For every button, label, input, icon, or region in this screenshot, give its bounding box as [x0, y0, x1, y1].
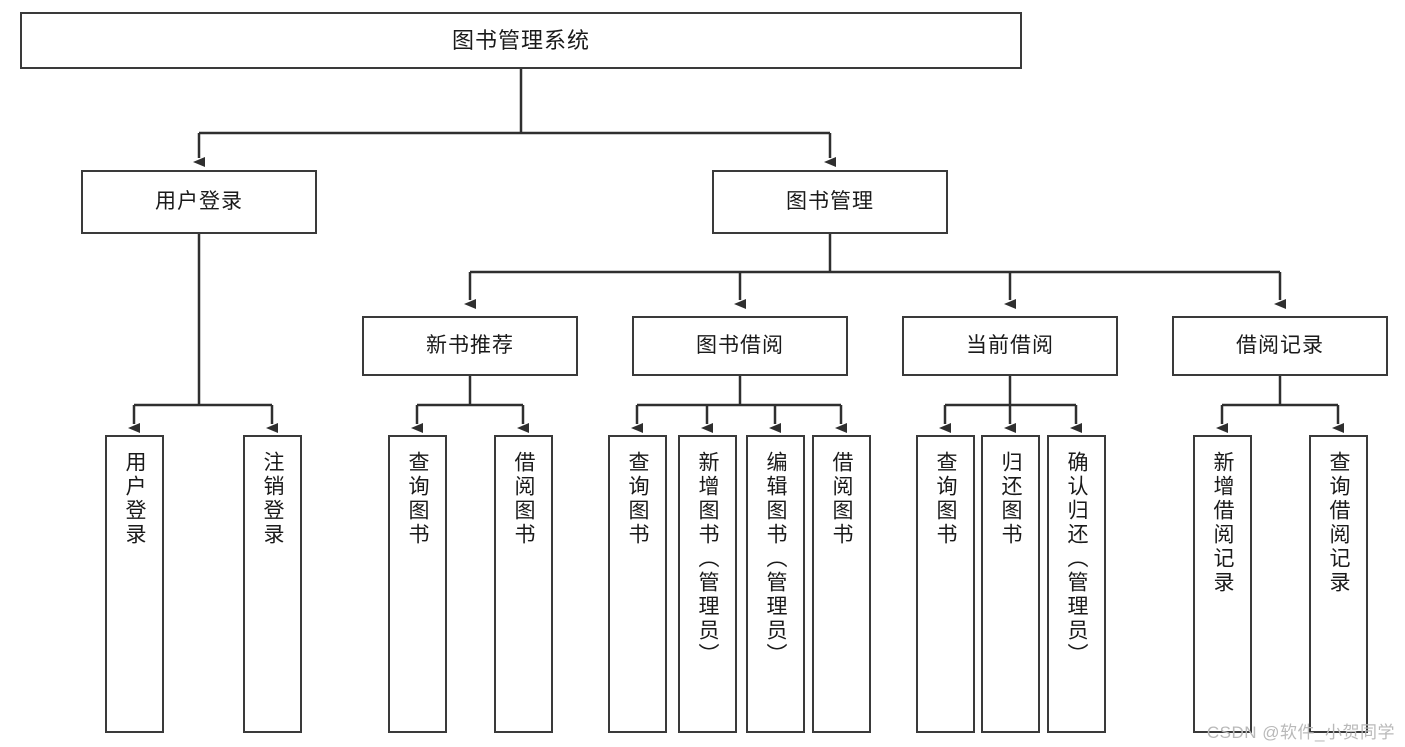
- node-book-borrow[interactable]: 图书借阅: [632, 316, 848, 376]
- node-book-manage[interactable]: 图书管理: [712, 170, 948, 234]
- leaf-confirm-return[interactable]: 确认归还（管理员）: [1047, 435, 1106, 733]
- node-label: 新增借阅记录: [1211, 451, 1234, 595]
- leaf-query-book-current[interactable]: 查询图书: [916, 435, 975, 733]
- node-label: 图书管理系统: [451, 27, 590, 53]
- leaf-query-book-borrow[interactable]: 查询图书: [608, 435, 667, 733]
- leaf-borrow-book[interactable]: 借阅图书: [812, 435, 871, 733]
- leaf-query-borrow-record[interactable]: 查询借阅记录: [1309, 435, 1368, 733]
- node-current-borrow[interactable]: 当前借阅: [902, 316, 1118, 376]
- node-label: 编辑图书（管理员）: [764, 451, 787, 667]
- leaf-return-book[interactable]: 归还图书: [981, 435, 1040, 733]
- node-label: 当前借阅: [966, 333, 1054, 357]
- node-user-login[interactable]: 用户登录: [81, 170, 317, 234]
- leaf-borrow-book-recommend[interactable]: 借阅图书: [494, 435, 553, 733]
- leaf-query-book-recommend[interactable]: 查询图书: [388, 435, 447, 733]
- node-label: 新书推荐: [426, 333, 514, 357]
- node-root-system[interactable]: 图书管理系统: [20, 12, 1022, 69]
- watermark-text: CSDN @软件_小贺同学: [1206, 723, 1395, 742]
- leaf-edit-book[interactable]: 编辑图书（管理员）: [746, 435, 805, 733]
- node-label: 图书管理: [786, 189, 874, 213]
- node-label: 归还图书: [999, 451, 1022, 547]
- node-label: 用户登录: [155, 189, 243, 213]
- node-label: 注销登录: [261, 451, 284, 547]
- node-label: 用户登录: [123, 451, 146, 547]
- node-label: 新增图书（管理员）: [696, 451, 719, 667]
- node-label: 借阅图书: [830, 451, 853, 547]
- node-label: 查询图书: [406, 451, 429, 547]
- leaf-logout-login[interactable]: 注销登录: [243, 435, 302, 733]
- node-label: 查询图书: [626, 451, 649, 547]
- node-label: 查询借阅记录: [1327, 451, 1350, 595]
- node-label: 借阅记录: [1236, 333, 1324, 357]
- leaf-add-borrow-record[interactable]: 新增借阅记录: [1193, 435, 1252, 733]
- node-new-book-recommend[interactable]: 新书推荐: [362, 316, 578, 376]
- leaf-user-login[interactable]: 用户登录: [105, 435, 164, 733]
- node-borrow-record[interactable]: 借阅记录: [1172, 316, 1388, 376]
- node-label: 借阅图书: [512, 451, 535, 547]
- node-label: 确认归还（管理员）: [1065, 451, 1088, 667]
- node-label: 图书借阅: [696, 333, 784, 357]
- node-label: 查询图书: [934, 451, 957, 547]
- leaf-add-book[interactable]: 新增图书（管理员）: [678, 435, 737, 733]
